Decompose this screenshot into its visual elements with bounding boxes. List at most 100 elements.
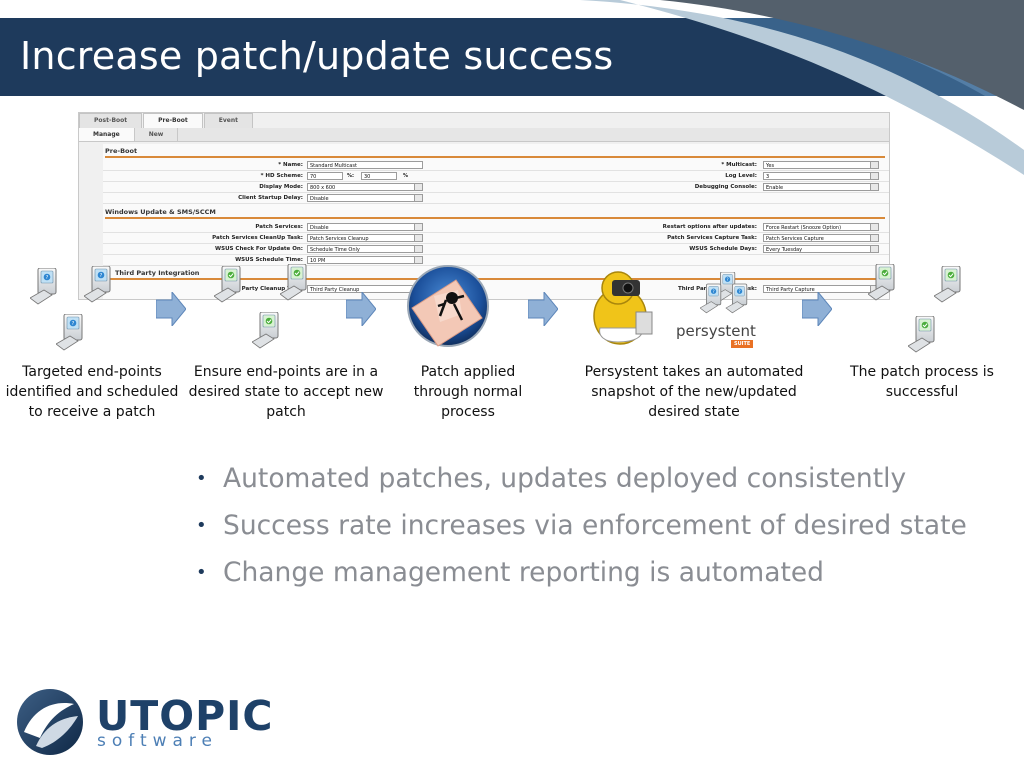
flow-arrow-icon [346, 292, 376, 326]
chevron-down-icon [870, 162, 878, 168]
chevron-down-icon [870, 246, 878, 252]
row-display-mode: Display Mode: 800 x 600 [103, 183, 503, 193]
row-startup-delay: Client Startup Delay: Disable [103, 194, 503, 204]
row-name: * Name: Standard Multicast [103, 161, 503, 171]
capture-task-label: Patch Services Capture Task: [667, 235, 757, 241]
logo-wordmark: UTOPIC [96, 692, 274, 740]
multicast-label: * Multicast: [721, 162, 757, 168]
console-screenshot: Post-Boot Pre-Boot Event Manage New Pre-… [78, 112, 890, 300]
wsus-days-label: WSUS Schedule Days: [689, 246, 757, 252]
display-mode-label: Display Mode: [259, 184, 303, 190]
wsus-check-label: WSUS Check For Update On: [215, 246, 303, 252]
debugging-console-select[interactable]: Enable [763, 183, 879, 191]
cleanup-task-label: Patch Services CleanUp Task: [212, 235, 303, 241]
bullet-item: •Change management reporting is automate… [196, 552, 967, 599]
camera-snapshot-icon [593, 271, 653, 345]
display-mode-select[interactable]: 800 x 600 [307, 183, 423, 191]
top-curve-decoration [580, 0, 1024, 175]
persystent-logo: persystent SUITE [676, 322, 756, 348]
multicast-select[interactable]: Yes [763, 161, 879, 169]
row-debugging-console: Debugging Console: Enable [503, 183, 883, 193]
persystent-suite-badge: SUITE [731, 340, 754, 348]
sub-tab-bar: Manage New [79, 128, 889, 142]
tab-post-boot[interactable]: Post-Boot [79, 113, 143, 128]
section-windows-update: Windows Update & SMS/SCCM [105, 208, 885, 219]
subtab-manage[interactable]: Manage [79, 128, 135, 141]
top-tab-bar: Post-Boot Pre-Boot Event [79, 113, 254, 128]
startup-delay-select[interactable]: Disable [307, 194, 423, 202]
computer-cluster-icon [700, 272, 748, 314]
row-wsus-time: WSUS Schedule Time: 10 PM [103, 256, 503, 266]
debugging-console-label: Debugging Console: [694, 184, 757, 190]
wsus-check-select[interactable]: Schedule Time Only [307, 245, 423, 253]
chevron-down-icon [414, 257, 422, 263]
row-multicast: * Multicast: Yes [503, 161, 883, 171]
row-patch-services: Patch Services: Disable [103, 223, 503, 233]
section-pre-boot: Pre-Boot [105, 147, 885, 158]
computer-check-icon [934, 266, 961, 303]
name-label: * Name: [278, 162, 303, 168]
hd-scheme-input-2[interactable]: 30 [361, 172, 397, 180]
patch-services-select[interactable]: Disable [307, 223, 423, 231]
chevron-down-icon [414, 246, 422, 252]
restart-options-select[interactable]: Force Restart (Snooze Option) [763, 223, 879, 231]
patch-bandage-icon [407, 265, 489, 347]
utopic-logo-icon [17, 689, 83, 755]
computer-check-icon [280, 264, 307, 301]
bullet-item: •Success rate increases via enforcement … [196, 505, 967, 552]
row-wsus-days: WSUS Schedule Days: Every Tuesday [503, 245, 883, 255]
hd-scheme-input-1[interactable]: 70 [307, 172, 343, 180]
cleanup-task-select[interactable]: Patch Services Cleanup [307, 234, 423, 242]
flow-arrow-icon [528, 292, 558, 326]
hd-pct-unit: % [403, 173, 409, 179]
logo-subtitle: software [97, 731, 219, 751]
hd-pct-separator: %: [347, 173, 355, 179]
wsus-days-select[interactable]: Every Tuesday [763, 245, 879, 253]
computer-check-icon [908, 316, 935, 353]
hd-scheme-label: * HD Scheme: [260, 173, 303, 179]
capture-task-select[interactable]: Patch Services Capture [763, 234, 879, 242]
section-third-party: Third Party Integration [105, 269, 889, 280]
chevron-down-icon [414, 224, 422, 230]
wsus-time-label: WSUS Schedule Time: [235, 257, 303, 263]
caption-desired-state: Ensure end-points are in a desired state… [188, 364, 384, 420]
chevron-down-icon [870, 286, 878, 292]
bullet-dot-icon: • [196, 468, 207, 489]
patch-services-label: Patch Services: [255, 224, 303, 230]
caption-targeted-endpoints: Targeted end-points identified and sched… [5, 364, 179, 420]
name-input[interactable]: Standard Multicast [307, 161, 423, 169]
subtab-new[interactable]: New [135, 128, 179, 141]
computer-question-icon [84, 266, 111, 303]
log-level-select[interactable]: 3 [763, 172, 879, 180]
slide-title: Increase patch/update success [20, 34, 614, 78]
bullet-dot-icon: • [196, 562, 207, 583]
row-wsus-check: WSUS Check For Update On: Schedule Time … [103, 245, 503, 255]
row-capture-task: Patch Services Capture Task: Patch Servi… [503, 234, 883, 244]
persystent-brand: persystent [676, 322, 756, 340]
tab-pre-boot[interactable]: Pre-Boot [143, 113, 203, 128]
bullet-item: •Automated patches, updates deployed con… [196, 458, 967, 505]
tab-event[interactable]: Event [203, 113, 253, 128]
chevron-down-icon [414, 195, 422, 201]
bullet-list: •Automated patches, updates deployed con… [196, 458, 967, 599]
wsus-time-select[interactable]: 10 PM [307, 256, 423, 264]
caption-patch-success: The patch process is successful [850, 364, 994, 400]
bullet-dot-icon: • [196, 515, 207, 536]
third-party-cleanup-label: Third Party Cleanup Task: [223, 286, 303, 292]
chevron-down-icon [870, 173, 878, 179]
row-log-level: Log Level: 3 [503, 172, 883, 182]
restart-options-label: Restart options after updates: [662, 224, 757, 230]
computer-question-icon [56, 314, 83, 351]
row-cleanup-task: Patch Services CleanUp Task: Patch Servi… [103, 234, 503, 244]
chevron-down-icon [414, 235, 422, 241]
caption-patch-applied: Patch applied through normal process [413, 364, 523, 420]
startup-delay-label: Client Startup Delay: [238, 195, 303, 201]
row-restart-options: Restart options after updates: Force Res… [503, 223, 883, 233]
computer-check-icon [868, 264, 895, 301]
chevron-down-icon [414, 184, 422, 190]
chevron-down-icon [870, 184, 878, 190]
chevron-down-icon [870, 224, 878, 230]
computer-check-icon [252, 312, 279, 349]
log-level-label: Log Level: [725, 173, 757, 179]
flow-arrow-icon [156, 292, 186, 326]
